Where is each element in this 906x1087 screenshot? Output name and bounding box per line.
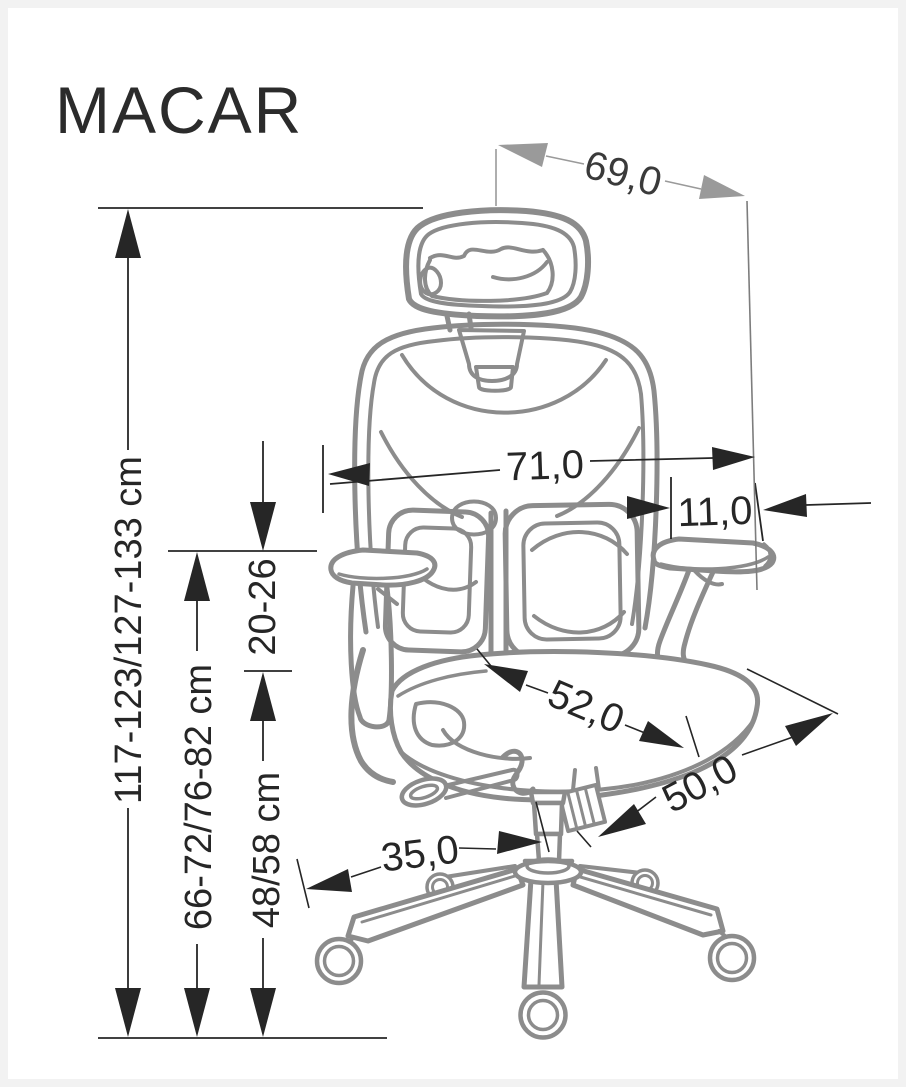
base-reach-line [296,801,550,909]
depth-arrowheads [498,143,745,199]
dimension-arrowheads [115,209,833,1037]
armrest-left [328,547,438,730]
dim-label-seat-height: 48/58 cm [246,772,288,928]
adjustment-lever [399,748,536,808]
seat-width-line [576,668,839,848]
lumbar-support [382,501,642,687]
dim-label-depth-top: 69,0 [580,143,667,206]
armrest-pad-line [670,477,872,542]
depth-dimension-lines [495,149,758,591]
backrest [352,321,660,635]
armrest-range-line [244,441,292,989]
base [314,857,757,1040]
dim-label-overall-height: 117-123/127-133 cm [108,456,150,804]
chair-drawing [314,207,777,1040]
headrest-stem [444,311,474,333]
headrest [403,207,592,333]
seat-depth-line [476,648,700,758]
dim-label-armrest-pad: 11,0 [677,489,753,536]
dim-label-base-reach: 35,0 [379,827,462,880]
product-title: MACAR [55,73,303,147]
dim-label-backrest-width: 71,0 [505,443,584,490]
dim-label-armrest-floor: 66-72/76-82 cm [178,664,220,930]
seat [348,647,761,803]
tilt-mechanism [556,766,608,834]
dim-label-armrest-range: 20-26 [242,558,284,655]
